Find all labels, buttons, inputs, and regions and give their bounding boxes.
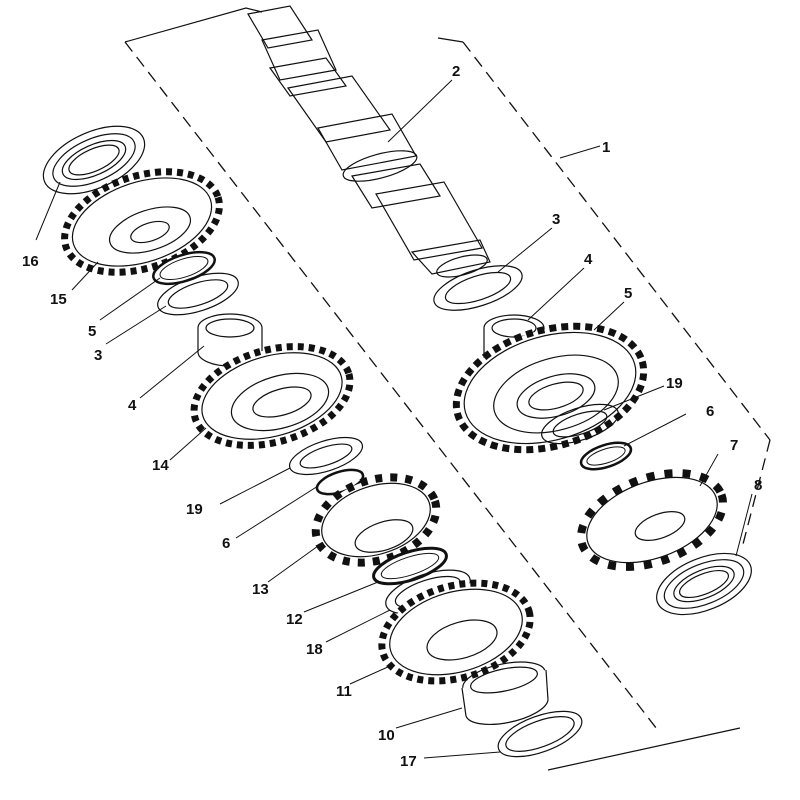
label-part-5-right: 5 [624,285,632,302]
label-part-14: 14 [152,457,169,474]
label-part-18: 18 [306,641,323,658]
label-part-11: 11 [336,683,352,700]
main-shaft [247,5,491,278]
leader-lines [35,79,753,759]
snap-ring-12 [372,546,448,586]
label-part-8: 8 [754,477,762,494]
label-part-19-left: 19 [186,501,203,518]
gear-11 [378,579,534,685]
label-part-5-left: 5 [88,323,96,340]
coupling-sleeve-7 [576,469,728,571]
label-part-7: 7 [730,437,738,454]
label-part-10: 10 [378,727,395,744]
washer-3-left [157,272,239,316]
label-part-6-left: 6 [222,535,230,552]
label-part-3-left: 3 [94,347,102,364]
part-labels: 1 2 3 4 5 19 6 7 8 16 15 5 3 4 14 19 6 1… [22,63,762,770]
bushing-4-left [197,313,263,367]
label-part-13: 13 [252,581,269,598]
label-part-1: 1 [602,139,610,156]
label-part-3-right: 3 [552,211,560,228]
label-part-4-left: 4 [128,397,137,414]
bushing-10 [461,661,549,725]
washer-19-right [541,403,619,445]
label-part-15: 15 [50,291,67,308]
bearing-8-right [656,552,752,616]
label-part-2: 2 [452,63,460,80]
label-part-12: 12 [286,611,303,628]
label-part-17: 17 [400,753,417,770]
washer-17 [497,710,583,758]
washer-3-right [433,265,523,311]
clutch-hub-13 [311,473,441,567]
snap-ring-5-left [152,250,216,286]
label-part-6-right: 6 [706,403,714,420]
gear-15 [61,168,223,276]
assembly-bracket [124,7,771,771]
snap-ring-6-right [579,441,633,471]
label-part-16: 16 [22,253,39,270]
gear-14 [190,343,354,449]
label-part-19-right: 19 [666,375,683,392]
label-part-4-right: 4 [584,251,593,268]
